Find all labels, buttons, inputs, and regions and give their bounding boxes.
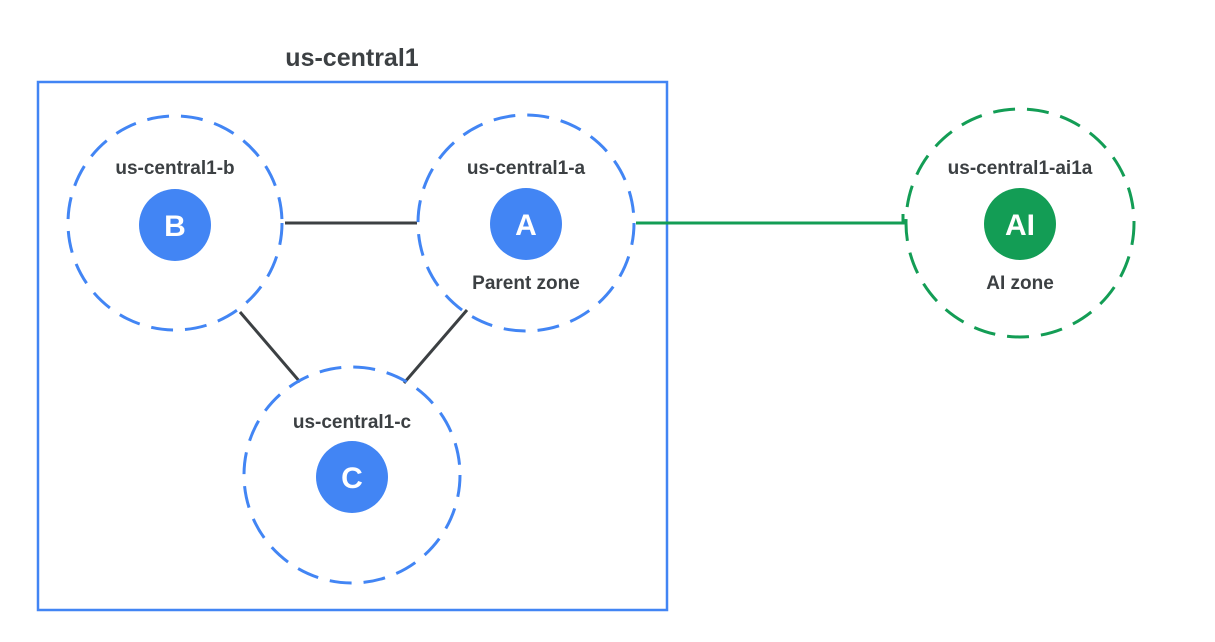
link-b-c [238, 311, 302, 383]
zone-c-node [316, 441, 388, 513]
zone-c-node-letter: C [341, 462, 363, 495]
zone-a-node [490, 188, 562, 260]
zone-b-node-letter: B [164, 210, 186, 243]
zone-ai-node [984, 188, 1056, 260]
region-label: us-central1 [285, 44, 418, 72]
zone-a: us-central1-a A Parent zone [416, 113, 636, 333]
zone-a-label: us-central1-a [467, 158, 586, 179]
zone-ai-caption: AI zone [986, 273, 1054, 294]
zone-c: us-central1-c C [242, 365, 462, 585]
zone-b-boundary [66, 114, 284, 332]
zone-a-node-letter: A [515, 209, 537, 242]
zone-a-boundary [416, 113, 636, 333]
region-box [36, 80, 669, 612]
zone-c-boundary [242, 365, 462, 585]
zone-b: us-central1-b B [66, 114, 284, 332]
link-a-c [402, 309, 469, 384]
zone-a-caption: Parent zone [472, 273, 580, 294]
zone-c-label: us-central1-c [293, 412, 412, 433]
zone-ai-boundary [904, 107, 1136, 339]
link-a-ai [636, 214, 905, 225]
zone-b-node [139, 189, 211, 261]
zone-ai-label: us-central1-ai1a [948, 158, 1093, 179]
zone-b-label: us-central1-b [115, 158, 234, 179]
zone-ai: us-central1-ai1a AI AI zone [904, 107, 1136, 339]
zone-ai-node-letter: AI [1005, 209, 1035, 242]
